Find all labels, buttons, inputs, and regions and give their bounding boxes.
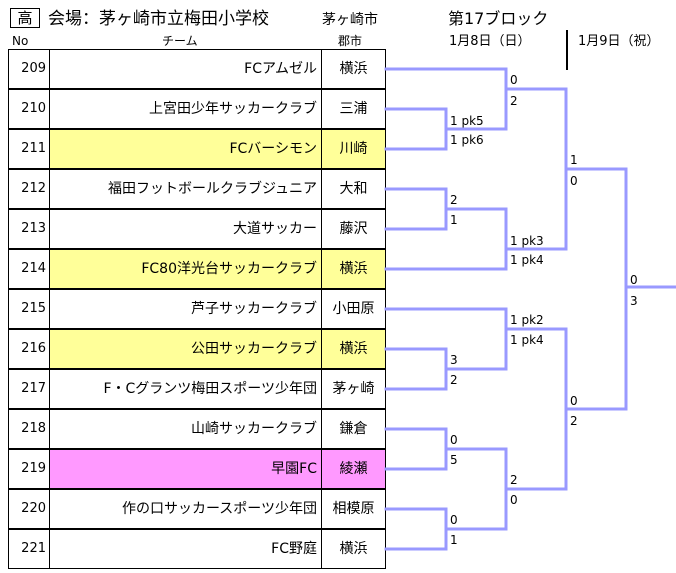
- match-score: 2: [510, 94, 518, 108]
- column-header-team: チーム: [162, 34, 198, 48]
- match-score: 0: [510, 493, 518, 507]
- team-name: FC80洋光台サッカークラブ: [49, 249, 322, 289]
- match-score: 3: [630, 294, 638, 308]
- match-score: 1: [450, 213, 458, 227]
- column-header-city: 郡市: [338, 34, 363, 48]
- match-score: 0: [510, 73, 518, 87]
- match-score: 0: [570, 394, 578, 408]
- team-city: 川崎: [321, 129, 386, 169]
- team-city: 綾瀬: [321, 449, 386, 489]
- date-round2: 1月9日（祝）: [578, 34, 660, 49]
- match-score: 1: [450, 533, 458, 547]
- match-score: 1 pk5: [450, 114, 484, 128]
- grade-label: 高: [10, 8, 40, 28]
- match-score: 5: [450, 453, 458, 467]
- match-score: 1 pk4: [510, 253, 544, 267]
- venue-title: 会場：茅ヶ崎市立梅田小学校: [48, 9, 269, 29]
- match-score: 2: [570, 414, 578, 428]
- match-score: 3: [450, 353, 458, 367]
- match-score: 0: [570, 174, 578, 188]
- match-score: 1 pk2: [510, 313, 544, 327]
- date-round1: 1月8日（日）: [449, 34, 531, 49]
- match-score: 1 pk3: [510, 234, 544, 248]
- match-score: 1 pk4: [510, 333, 544, 347]
- team-name: 早園FC: [49, 449, 322, 489]
- match-score: 0: [450, 513, 458, 527]
- match-score: 0: [630, 273, 638, 287]
- team-city: 横浜: [321, 329, 386, 369]
- team-city: 横浜: [321, 249, 386, 289]
- match-score: 2: [450, 193, 458, 207]
- match-score: 2: [510, 473, 518, 487]
- match-score: 0: [450, 433, 458, 447]
- match-score: 2: [450, 373, 458, 387]
- match-score: 1: [570, 153, 578, 167]
- date-divider: [566, 30, 568, 70]
- match-score: 1 pk6: [450, 133, 484, 147]
- team-name: 公田サッカークラブ: [49, 329, 322, 369]
- team-name: FCバーシモン: [49, 129, 322, 169]
- block-title: 第17ブロック: [448, 9, 549, 28]
- venue-city: 茅ヶ崎市: [322, 12, 378, 28]
- column-header-no: No: [12, 34, 29, 48]
